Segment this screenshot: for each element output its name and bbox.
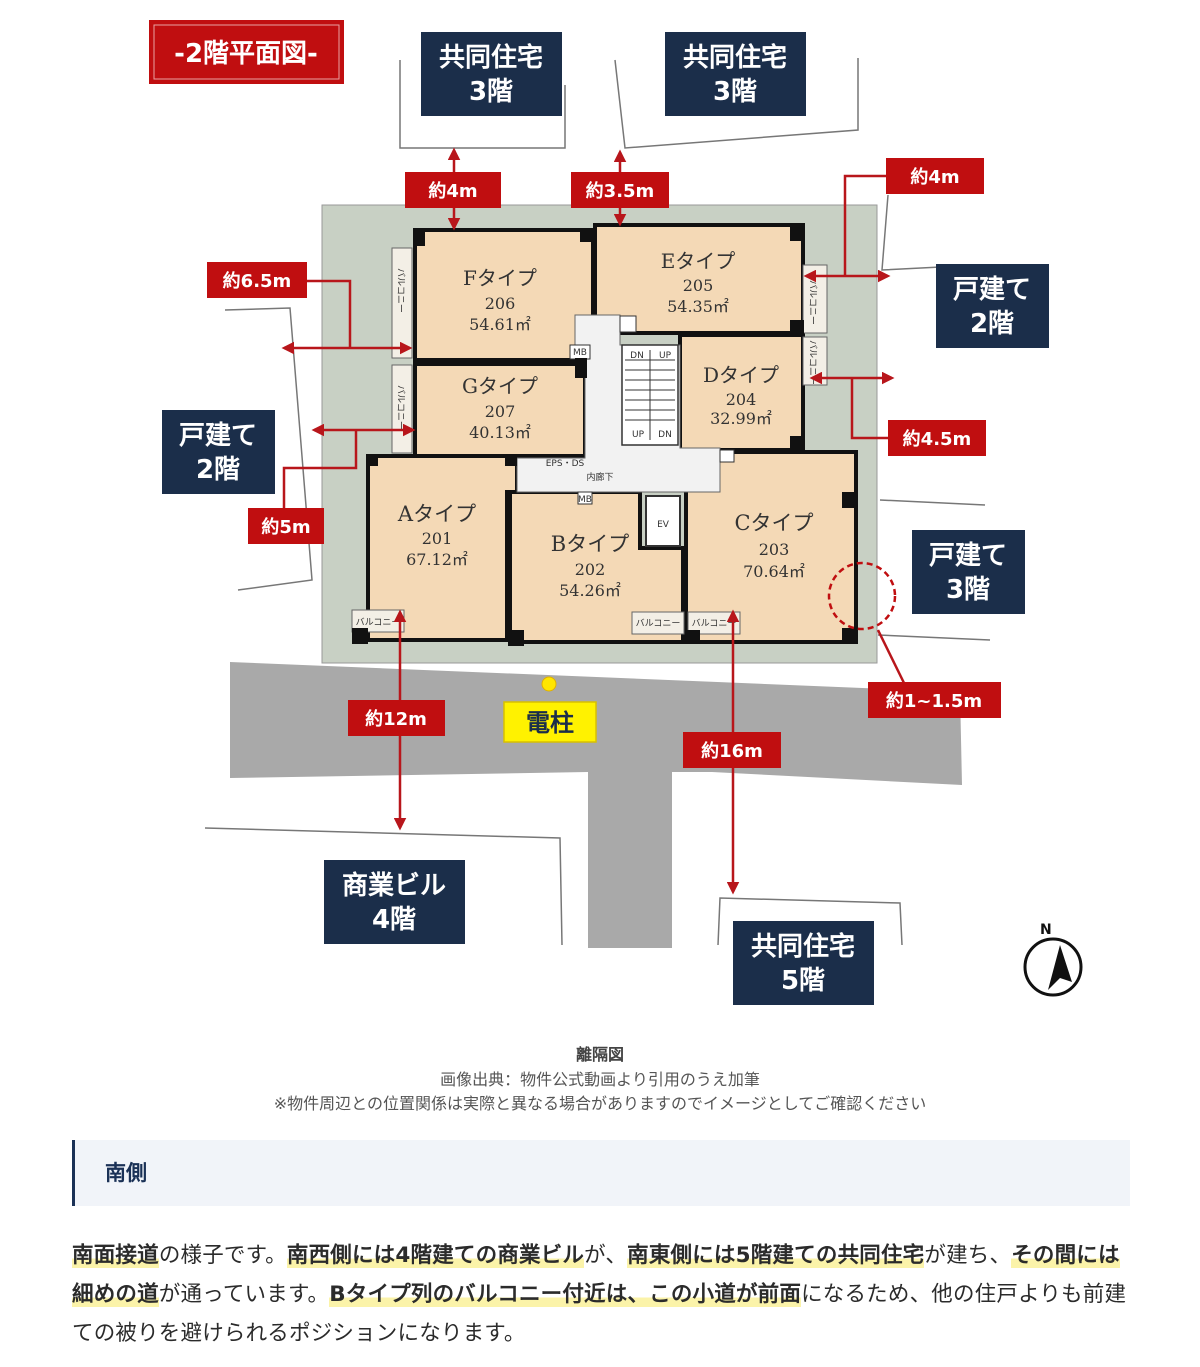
neighbor-bottom-right-line1: 共同住宅	[751, 931, 855, 962]
unit-e-area: 54.35㎡	[667, 297, 729, 316]
unit-e-no: 205	[683, 276, 714, 295]
stair-dn-label: DN	[658, 430, 672, 440]
unit-c-type: Cタイプ	[734, 511, 813, 535]
unit-a-no: 201	[422, 529, 453, 548]
neighbor-bottom-left-line1: 商業ビル	[342, 870, 446, 901]
neighbor-left-line2: 2階	[196, 455, 240, 485]
unit-e-type: Eタイプ	[661, 249, 736, 273]
figure-caption-source: 画像出典：物件公式動画より引用のうえ加筆	[440, 1070, 760, 1089]
floor-label: -2階平面図-	[174, 39, 318, 69]
neighbor-top-mid-line1: 共同住宅	[683, 42, 787, 73]
dist-south-a: 約12m	[365, 708, 427, 730]
north-label: N	[1040, 922, 1052, 938]
balcony-label-f: バルコニー	[395, 268, 406, 313]
dist-left-top: 約6.5m	[223, 270, 292, 292]
dist-top-f: 約4m	[428, 180, 477, 202]
balcony-label-a: バルコニー	[356, 617, 401, 628]
unit-b-area: 54.26㎡	[559, 581, 621, 600]
unit-d-area: 32.99㎡	[710, 409, 772, 428]
body-seg-1: 南面接道	[72, 1243, 159, 1268]
neighbor-right-top-line1: 戸建て	[953, 275, 1031, 305]
neighbor-top-left-line1: 共同住宅	[439, 42, 543, 73]
dist-right-d: 約4.5m	[903, 428, 972, 450]
unit-f	[413, 228, 595, 362]
dist-left-bottom: 約5m	[261, 516, 310, 538]
unit-f-no: 206	[485, 294, 516, 313]
unit-g-area: 40.13㎡	[469, 423, 531, 442]
unit-c-area: 70.64㎡	[743, 562, 805, 581]
unit-b-type: Bタイプ	[551, 532, 629, 556]
unit-d-no: 204	[726, 390, 757, 409]
dist-top-e: 約3.5m	[586, 180, 655, 202]
body-seg-9: Bタイプ列のバルコニー付近は、この小道が前面	[329, 1282, 802, 1307]
unit-b-no: 202	[575, 560, 606, 579]
balcony-label-g: バルコニー	[395, 385, 406, 430]
unit-g-no: 207	[485, 402, 516, 421]
figure-caption-note: ※物件周辺との位置関係は実際と異なる場合がありますのでイメージとしてご確認くださ…	[273, 1094, 927, 1113]
unit-d-type: Dタイプ	[703, 363, 779, 387]
unit-c-no: 203	[759, 540, 790, 559]
neighbor-lot-outlines	[204, 58, 991, 946]
body-seg-10: になるため、他の住戸よりも前建ての被りを避けられるポジションになります。	[72, 1282, 1127, 1346]
body-seg-6: が建ち、	[924, 1243, 1012, 1268]
structural-columns	[352, 223, 858, 646]
neighbor-left-line1: 戸建て	[179, 421, 257, 451]
dist-south-c: 約1~1.5m	[886, 690, 982, 712]
neighbor-top-mid-line2: 3階	[713, 77, 757, 107]
section-heading-south: 南側	[72, 1140, 1130, 1206]
stair-dn-label-2: DN	[630, 351, 644, 361]
neighbor-right-top-line2: 2階	[970, 309, 1014, 339]
body-seg-2: の様子です。	[158, 1243, 287, 1268]
body-seg-8: が通っています。	[158, 1282, 330, 1307]
floor-plan-diagram: Fタイプ 206 54.61㎡ Eタイプ 205 54.35㎡ Gタイプ 207…	[149, 20, 1083, 1005]
core-area	[516, 314, 735, 547]
utility-pole-marker	[541, 676, 557, 692]
mb-label-1: MB	[573, 348, 587, 358]
body-seg-5: 南東側には5階建ての共同住宅	[627, 1243, 925, 1268]
stair-up-label-2: UP	[659, 351, 672, 361]
neighbor-right-mid-line2: 3階	[946, 575, 990, 605]
mb-label-2: MB	[578, 495, 592, 505]
north-arrow: N	[1023, 922, 1083, 997]
eps-label: EPS・DS	[546, 459, 585, 469]
balcony-label-d: バルコニー	[807, 340, 818, 385]
ev-label: EV	[657, 520, 670, 530]
corridor-label: 内廊下	[586, 471, 613, 483]
stair-up-label: UP	[632, 430, 645, 440]
dist-right-top: 約4m	[910, 166, 959, 188]
unit-labels: Fタイプ 206 54.61㎡ Eタイプ 205 54.35㎡ Gタイプ 207…	[397, 249, 814, 600]
unit-f-type: Fタイプ	[463, 266, 537, 290]
neighbor-bottom-right-line2: 5階	[781, 966, 825, 996]
unit-f-area: 54.61㎡	[469, 315, 531, 334]
body-seg-4: が、	[584, 1243, 628, 1268]
unit-a-area: 67.12㎡	[406, 550, 468, 569]
body-paragraph: 南面接道の様子です。南西側には4階建ての商業ビルが、南東側には5階建ての共同住宅…	[72, 1236, 1134, 1353]
neighbor-bottom-left-line2: 4階	[372, 905, 416, 935]
unit-rooms	[366, 223, 858, 644]
body-seg-3: 南西側には4階建ての商業ビル	[286, 1243, 585, 1268]
neighbor-right-mid-line1: 戸建て	[929, 541, 1007, 571]
plan-small-labels: 内廊下 EV MB MB EPS・DS UP DN DN UP バルコニー バル…	[356, 268, 818, 629]
neighbor-labels: 共同住宅 3階 共同住宅 3階 戸建て 2階 戸建て 2階 戸建て 3階 商業ビ…	[162, 32, 1049, 1005]
proximity-circle	[827, 561, 897, 631]
balcony-label-e: バルコニー	[807, 280, 818, 325]
figure-caption-title: 離隔図	[575, 1045, 624, 1064]
dist-south-c-long: 約16m	[701, 740, 763, 762]
balcony-label-c: バルコニー	[692, 618, 737, 629]
unit-a-type: Aタイプ	[397, 502, 476, 526]
balcony-label-b: バルコニー	[636, 618, 681, 629]
unit-g-type: Gタイプ	[462, 374, 538, 398]
distance-labels: 約4m 約3.5m 約4m 約6.5m 約4.5m 約5m 約1~1.5m 約1…	[207, 158, 1001, 768]
neighbor-top-left-line2: 3階	[469, 77, 513, 107]
utility-pole-label: 電柱	[526, 709, 574, 737]
